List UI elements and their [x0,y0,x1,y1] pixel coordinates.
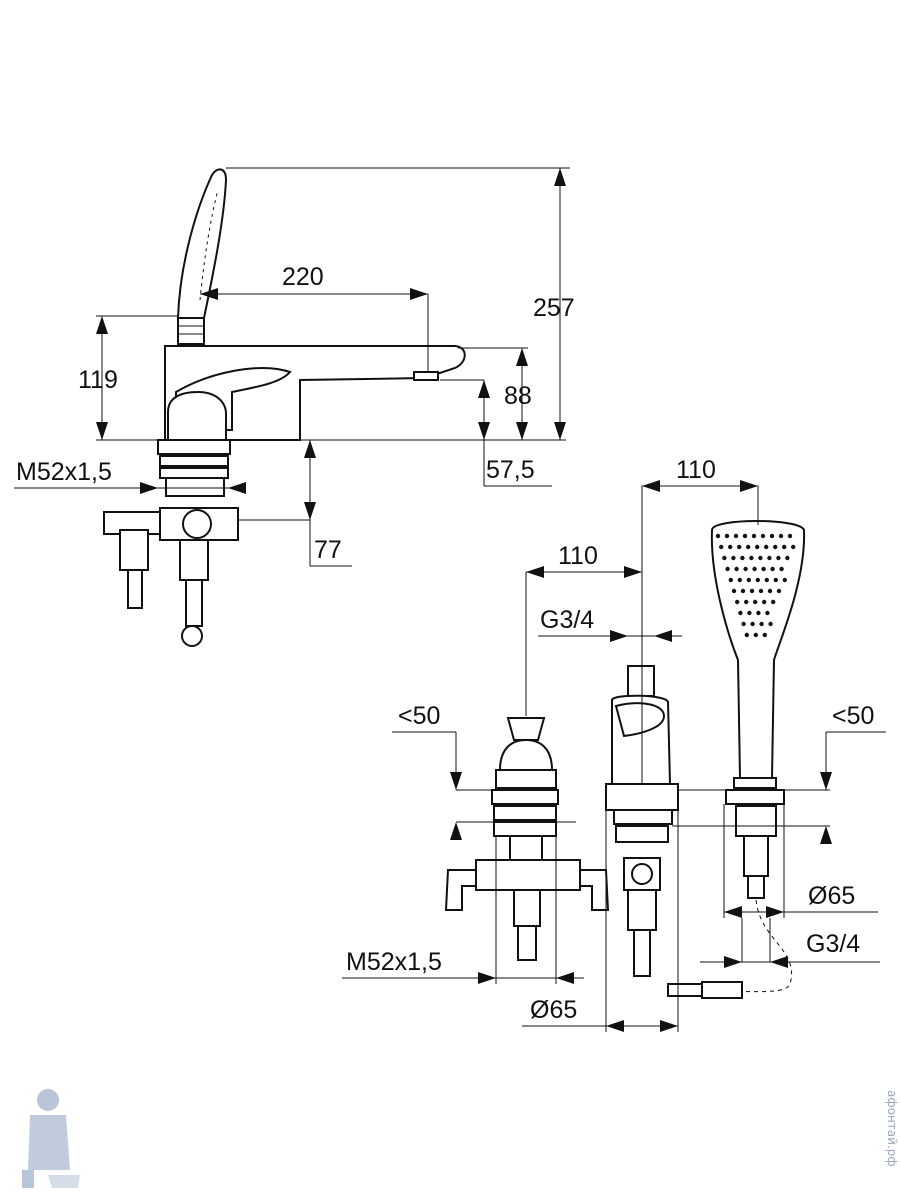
nozzle-dot [791,544,796,550]
nozzle-dot [773,544,778,550]
nozzle-dot [782,577,787,583]
nozzle-dot [725,566,730,572]
nozzle-dot [722,555,727,561]
diameter-symbol-right: Ø [808,882,827,910]
center-spout-top [627,665,655,697]
nozzle-dot [773,577,778,583]
nozzle-dot [744,632,749,638]
aerator [413,371,439,381]
nozzle-dot [779,566,784,572]
nozzle-dot [744,599,749,605]
dim-m52-top: M52x1,5 [16,458,112,486]
nozzle-dot [741,621,746,627]
nozzle-dot [724,533,730,539]
nozzle-dot [762,599,767,605]
nozzle-dot [735,599,740,605]
dim-88: 88 [504,382,532,410]
nozzle-dot [753,632,758,638]
nozzle-dot [768,621,773,627]
dim-g34-right: G3/4 [806,930,860,958]
nozzle-dot [755,544,760,550]
nozzle-dot [755,577,760,583]
hand-shower-right [710,520,806,779]
nozzle-dot [776,555,781,561]
nozzle-dot [743,566,748,572]
dim-d65-bottom: 65 [549,996,577,1024]
dim-110-left: 110 [558,542,598,570]
nozzle-dot [782,544,787,550]
top-faucet [103,168,466,647]
nozzle-dot [751,533,757,539]
nozzle-dot [749,555,754,561]
nozzle-dot [728,577,733,583]
nozzle-dot [778,533,784,539]
nozzle-dot [728,544,733,550]
nozzle-dot [737,544,742,550]
nozzle-dot [747,610,752,616]
nozzle-dot [719,544,724,550]
nozzle-dot [758,588,764,594]
top-dimensions: 257 220 119 88 57,5 M52x1,5 [14,167,575,567]
nozzle-dot [764,544,769,550]
diameter-symbol-bottom: Ø [530,996,549,1024]
nozzle-dot [761,566,766,572]
dim-lt50-left: <50 [398,702,440,730]
nozzle-dot [733,533,739,539]
bottom-mixer-set [444,520,806,999]
nozzle-dot [746,577,751,583]
nozzle-dot [731,588,737,594]
nozzle-dot [750,621,755,627]
nozzle-dot [715,533,721,539]
nozzle-dot [749,588,755,594]
nozzle-dot [760,533,766,539]
svg-text:Ø65: Ø65 [808,882,855,910]
dim-d65-right: 65 [827,882,855,910]
nozzle-dot [762,632,767,638]
dim-220: 220 [282,263,324,291]
shower-nozzles [715,533,796,638]
nozzle-dot [765,610,770,616]
dim-119: 119 [78,366,118,394]
nozzle-dot [731,555,736,561]
nozzle-dot [742,533,748,539]
nozzle-dot [764,577,769,583]
nozzle-dot [752,566,757,572]
nozzle-dot [769,533,775,539]
svg-text:Ø65: Ø65 [530,996,577,1024]
dim-g34-top: G3/4 [540,606,594,634]
dim-257: 257 [533,294,575,322]
dim-lt50-right: <50 [832,702,874,730]
nozzle-dot [771,599,776,605]
nozzle-dot [785,555,790,561]
nozzle-dot [787,533,793,539]
dim-77: 77 [314,536,342,564]
nozzle-dot [740,555,745,561]
nozzle-dot [753,599,758,605]
nozzle-dot [776,588,782,594]
nozzle-dot [737,577,742,583]
plumber-logo [22,1089,80,1188]
shower-holder [177,317,205,345]
nozzle-dot [758,555,763,561]
bottom-dimensions: 110 110 G3/4 <50 <50 Ø65 [342,456,886,1032]
left-valve-body [475,859,581,891]
nozzle-dot [767,555,772,561]
nozzle-dot [734,566,739,572]
dim-110-right: 110 [676,456,716,484]
deck-flange [157,439,231,455]
nozzle-dot [738,610,743,616]
nozzle-dot [767,588,773,594]
nozzle-dot [746,544,751,550]
nozzle-dot [740,588,746,594]
hand-shower-top [176,168,228,319]
watermark-vertical-text: афонтай.рф [885,1090,899,1167]
nozzle-dot [759,621,764,627]
left-valve-knob [506,717,546,741]
dim-57-5: 57,5 [486,456,535,484]
dim-m52-bottom: M52x1,5 [346,948,442,976]
nozzle-dot [770,566,775,572]
nozzle-dot [756,610,761,616]
